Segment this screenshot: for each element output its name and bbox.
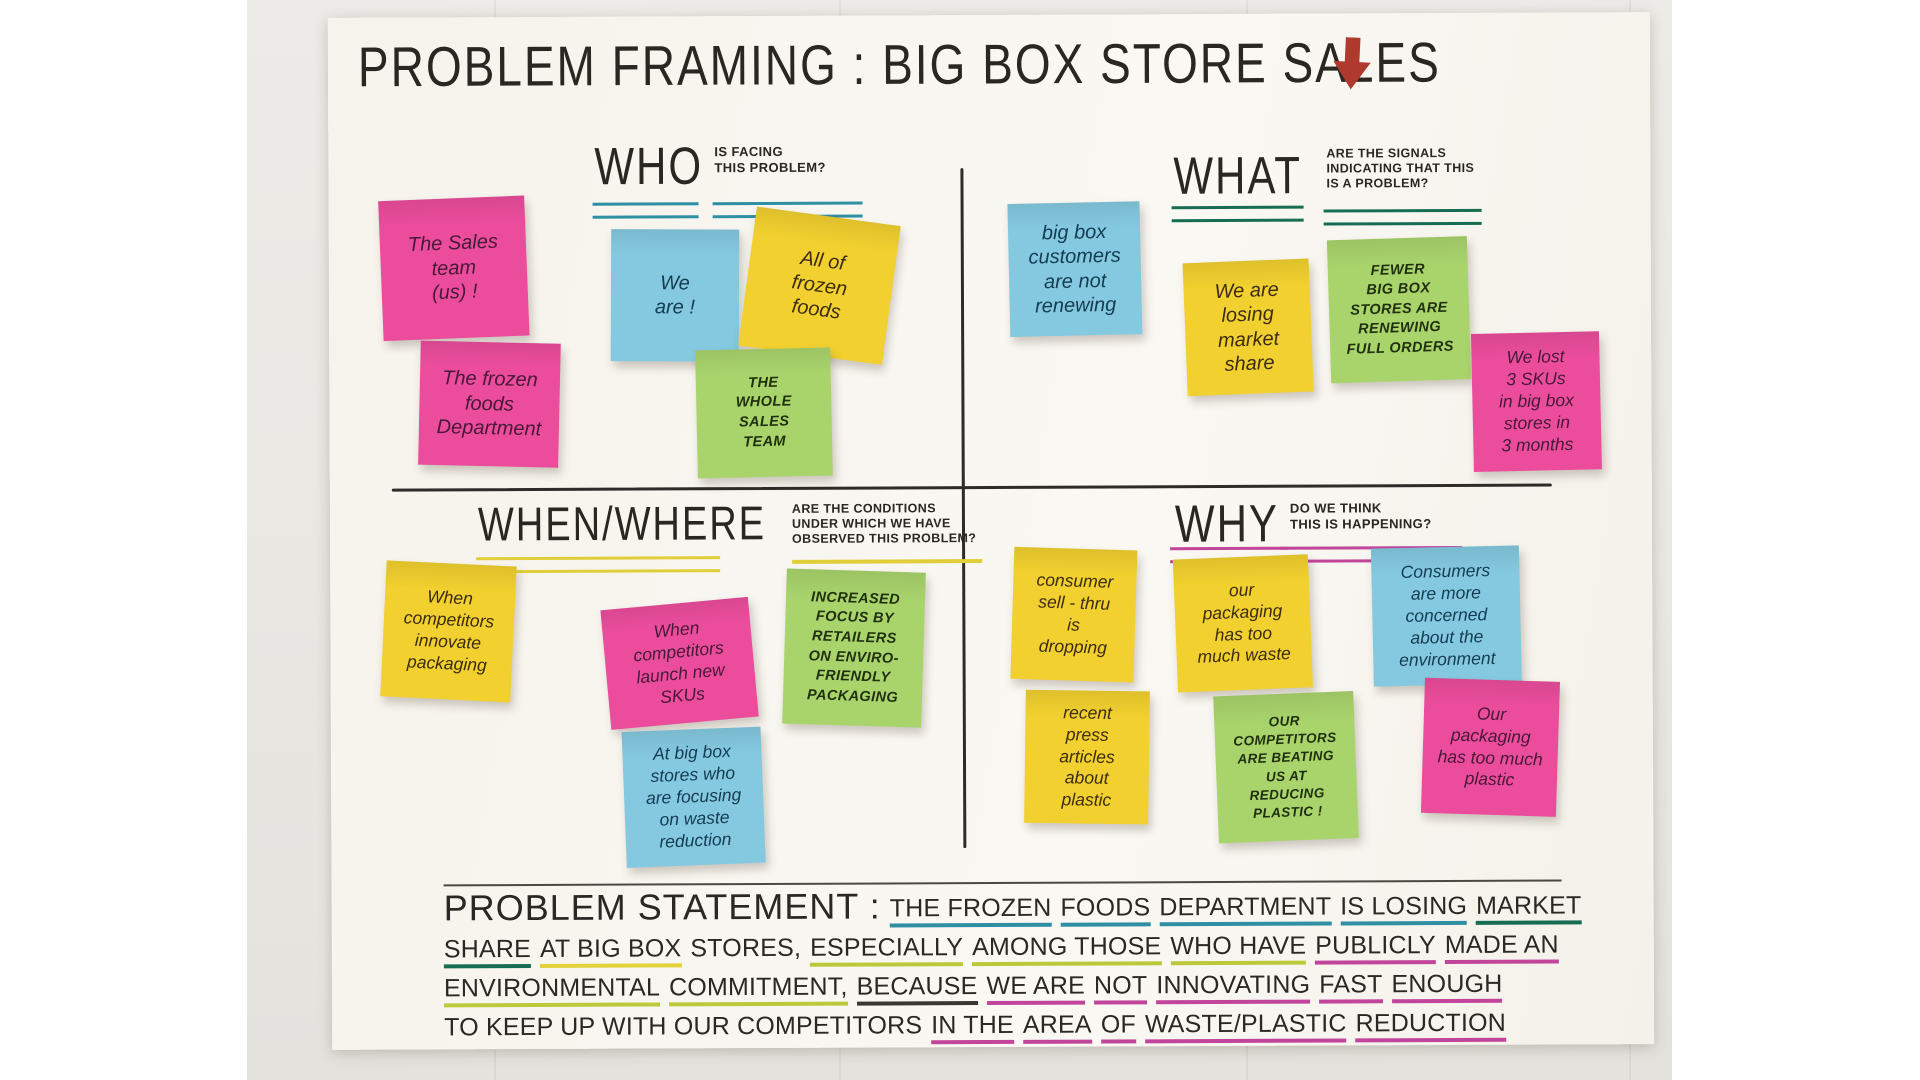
sticky-note-text: Consumers are more concerned about the e… xyxy=(1398,560,1496,670)
sticky-note-text: When competitors launch new SKUs xyxy=(632,617,726,708)
heading-who: WHO xyxy=(594,136,704,196)
what-underline xyxy=(1323,208,1482,226)
sticky-note-text: We lost 3 SKUs in big box stores in 3 mo… xyxy=(1498,346,1575,456)
sticky-note: At big box stores who are focusing on wa… xyxy=(621,726,766,868)
subheading-what: ARE THE SIGNALS INDICATING THAT THIS IS … xyxy=(1326,146,1475,191)
sticky-note: The frozen foods Department xyxy=(418,340,561,468)
statement-phrase: AREA xyxy=(1022,1010,1092,1044)
sticky-note-text: INCREASED FOCUS BY RETAILERS ON ENVIRO- … xyxy=(806,589,901,706)
statement-phrase: AT BIG BOX xyxy=(539,934,682,968)
statement-label: PROBLEM STATEMENT : xyxy=(443,885,881,929)
sticky-note: All of frozen foods xyxy=(738,206,901,365)
sticky-note: OUR COMPETITORS ARE BEATING US AT REDUCI… xyxy=(1213,691,1359,844)
sticky-note: our packaging has too much waste xyxy=(1172,554,1313,693)
sticky-note: Our packaging has too much plastic xyxy=(1420,677,1560,817)
sticky-note-text: We are ! xyxy=(654,271,695,319)
statement-phrase: IS LOSING xyxy=(1340,891,1468,926)
when-where-underline xyxy=(792,559,983,564)
page-title: PROBLEM FRAMING : BIG BOX STORE SALES xyxy=(357,30,1441,99)
statement-phrase: SHARE xyxy=(443,935,532,969)
sticky-note-text: We are losing market share xyxy=(1214,278,1280,376)
statement-phrase: OF xyxy=(1100,1010,1136,1044)
statement-phrase: STORES, xyxy=(690,933,802,963)
statement-phrase: INNOVATING xyxy=(1156,970,1311,1005)
sticky-note-text: FEWER BIG BOX STORES ARE RENEWING FULL O… xyxy=(1346,261,1455,358)
statement-phrase: WE ARE xyxy=(986,971,1086,1006)
sticky-note-text: Our packaging has too much plastic xyxy=(1437,703,1543,790)
sticky-note-text: The frozen foods Department xyxy=(436,367,542,441)
statement-phrase: FAST xyxy=(1319,970,1383,1004)
sticky-note: recent press articles about plastic xyxy=(1024,689,1150,825)
sticky-note-text: big box customers are not renewing xyxy=(1028,220,1121,318)
who-underline xyxy=(592,202,699,219)
sticky-note-text: When competitors innovate packaging xyxy=(403,586,495,676)
sticky-note: THE WHOLE SALES TEAM xyxy=(695,347,833,479)
sticky-note-text: THE WHOLE SALES TEAM xyxy=(735,374,792,451)
sticky-note: When competitors launch new SKUs xyxy=(600,596,759,730)
statement-phrase: TO KEEP UP WITH OUR COMPETITORS xyxy=(444,1011,923,1042)
statement-phrase: ESPECIALLY xyxy=(810,933,964,967)
subheading-who: IS FACING THIS PROBLEM? xyxy=(714,143,826,175)
sticky-note: big box customers are not renewing xyxy=(1007,201,1143,338)
statement-phrase: DEPARTMENT xyxy=(1159,892,1332,927)
statement-phrase: ENOUGH xyxy=(1391,969,1503,1004)
statement-phrase: IN THE xyxy=(931,1010,1014,1045)
subheading-why: DO WE THINK THIS IS HAPPENING? xyxy=(1289,500,1432,532)
poster-paper: PROBLEM FRAMING : BIG BOX STORE SALES WH… xyxy=(327,12,1655,1050)
sticky-note-text: recent press articles about plastic xyxy=(1059,702,1115,811)
statement-phrase: BECAUSE xyxy=(856,972,978,1006)
statement-phrase: MADE AN xyxy=(1444,930,1559,965)
statement-phrase: THE FROZEN xyxy=(889,893,1052,928)
statement-phrase: WASTE/PLASTIC xyxy=(1144,1009,1347,1044)
sticky-note: FEWER BIG BOX STORES ARE RENEWING FULL O… xyxy=(1326,236,1472,384)
statement-phrase: REDUCTION xyxy=(1355,1008,1507,1043)
sticky-note-text: At big box stores who are focusing on wa… xyxy=(645,741,742,852)
sticky-note-text: OUR COMPETITORS ARE BEATING US AT REDUCI… xyxy=(1233,712,1337,821)
sticky-note: We are losing market share xyxy=(1182,258,1314,397)
sticky-note: INCREASED FOCUS BY RETAILERS ON ENVIRO- … xyxy=(782,568,926,728)
sticky-note-text: consumer sell - thru is dropping xyxy=(1036,569,1114,658)
wall-background: PROBLEM FRAMING : BIG BOX STORE SALES WH… xyxy=(247,0,1672,1080)
sticky-note: Consumers are more concerned about the e… xyxy=(1370,545,1522,687)
statement-phrase: MARKET xyxy=(1476,891,1582,925)
statement-phrase: ENVIRONMENTAL xyxy=(443,973,661,1008)
sticky-note-text: All of frozen foods xyxy=(790,247,849,324)
statement-phrase: NOT xyxy=(1093,971,1148,1005)
red-down-arrow-icon xyxy=(1331,36,1373,90)
grid-horizontal-line xyxy=(391,483,1552,492)
heading-why: WHY xyxy=(1174,493,1280,553)
sticky-note-text: The Sales team (us) ! xyxy=(407,231,499,305)
statement-phrase: FOODS xyxy=(1060,893,1151,927)
sticky-note: consumer sell - thru is dropping xyxy=(1010,546,1138,683)
sticky-note-text: our packaging has too much waste xyxy=(1197,579,1292,668)
statement-phrase: PUBLICLY xyxy=(1315,931,1436,965)
sticky-note: We lost 3 SKUs in big box stores in 3 mo… xyxy=(1470,331,1602,472)
sticky-note: When competitors innovate packaging xyxy=(380,560,517,703)
heading-what: WHAT xyxy=(1173,145,1303,205)
subheading-when-where: ARE THE CONDITIONS UNDER WHICH WE HAVE O… xyxy=(791,501,977,546)
sticky-note: We are ! xyxy=(610,229,740,362)
statement-phrase: WHO HAVE xyxy=(1170,931,1307,966)
sticky-note: The Sales team (us) ! xyxy=(378,195,530,342)
what-underline xyxy=(1171,205,1304,223)
heading-when-where: WHEN/WHERE xyxy=(477,497,767,552)
statement-phrase: COMMITMENT, xyxy=(668,972,848,1007)
statement-phrase: AMONG THOSE xyxy=(972,932,1162,967)
